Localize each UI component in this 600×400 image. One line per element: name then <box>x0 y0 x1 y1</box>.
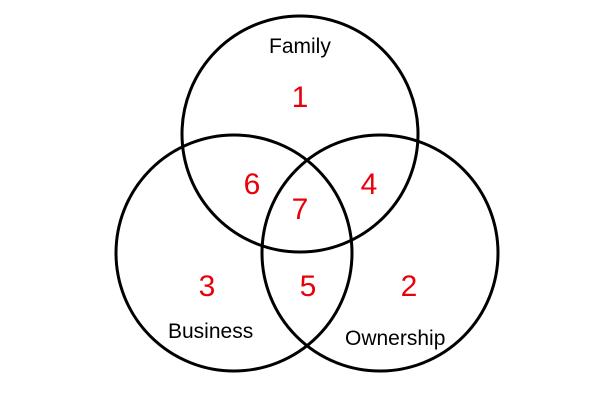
region-ownership-only: 2 <box>401 270 418 303</box>
family-label: Family <box>269 35 331 58</box>
region-business-ownership: 5 <box>300 270 317 303</box>
family-circle <box>180 14 420 254</box>
ownership-circle <box>260 133 500 373</box>
business-label: Business <box>168 320 253 343</box>
business-circle <box>114 133 354 373</box>
region-family-only: 1 <box>292 81 309 114</box>
region-family-business: 6 <box>244 168 261 201</box>
region-business-only: 3 <box>199 270 216 303</box>
ownership-label: Ownership <box>345 327 445 350</box>
region-all-three: 7 <box>292 193 309 226</box>
region-family-ownership: 4 <box>361 168 378 201</box>
